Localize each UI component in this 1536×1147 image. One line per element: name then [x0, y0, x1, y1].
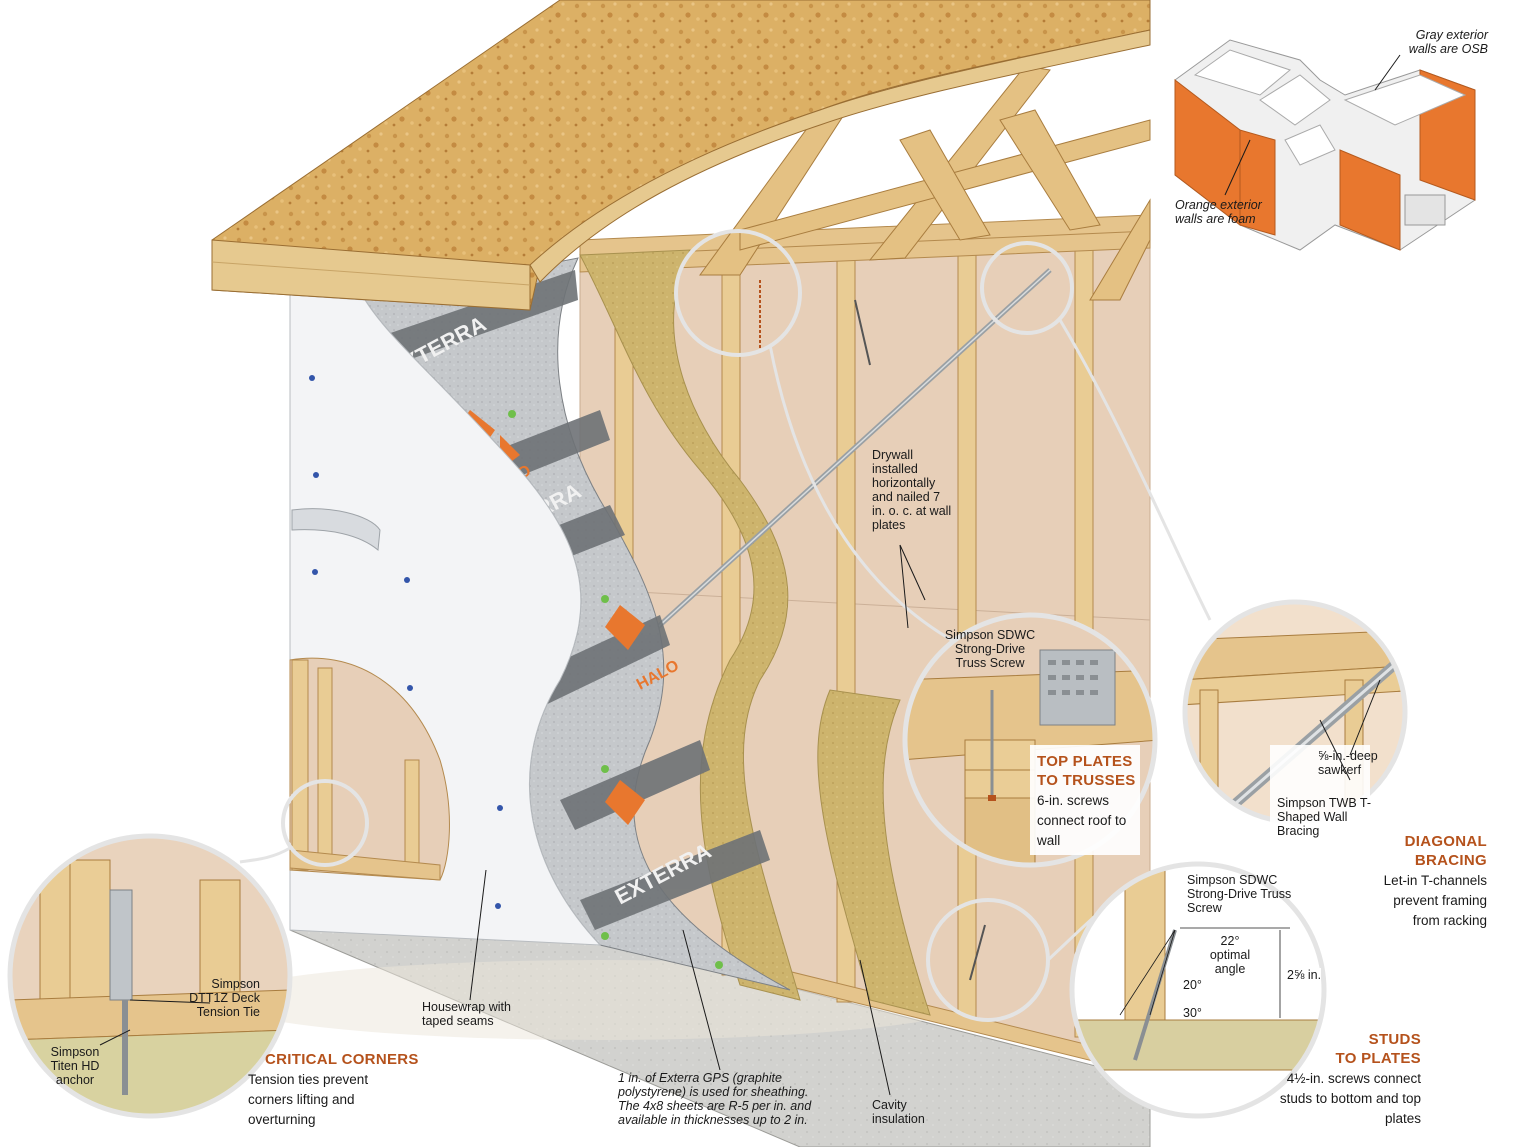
housewrap-label: Housewrap with taped seams: [422, 1000, 511, 1028]
diagonal-body: Let-in T-channels prevent framing from r…: [1383, 873, 1487, 928]
exterra-note: 1 in. of Exterra GPS (graphite polystyre…: [618, 1071, 812, 1127]
corners-title: CRITICAL CORNERS: [265, 1051, 419, 1068]
drywall-label: Drywall installed horizontally and naile…: [872, 448, 952, 532]
cavity-label: Cavity insulation: [872, 1098, 925, 1126]
dimension-label: 2⅝ in.: [1287, 968, 1322, 982]
studs-body: 4½-in. screws connect studs to bottom an…: [1279, 1071, 1421, 1126]
roof-trusses: [699, 65, 1151, 301]
corners-body: Tension ties prevent corners lifting and…: [248, 1072, 369, 1127]
dtt1z-label: Simpson DTT1Z Deck Tension Tie: [189, 977, 260, 1019]
cavity-insulation: [579, 249, 801, 1001]
inset-house-diagram: [1174, 39, 1476, 251]
detail-studs-to-plates: [1069, 861, 1327, 1119]
top-plates-body: 6-in. screws connect roof to wall: [1037, 793, 1127, 848]
sdwc-bottom-label: Simpson SDWC Strong-Drive Truss Screw: [1187, 873, 1292, 915]
studs-title-2: TO PLATES: [1335, 1050, 1421, 1067]
sdwc-top-label: Simpson SDWC Strong-Drive Truss Screw: [944, 628, 1036, 670]
angle-30-label: 30°: [1183, 1006, 1202, 1020]
top-plates-title-1: TOP PLATES: [1037, 753, 1133, 770]
detail-top-plates-to-trusses: [902, 612, 1158, 868]
detail-critical-corners: [7, 833, 293, 1119]
inset-gray-label: Gray exterior walls are OSB: [1408, 28, 1488, 56]
inset-orange-label: Orange exterior walls are foam: [1175, 198, 1262, 226]
twb-label: Simpson TWB T-Shaped Wall Bracing: [1277, 796, 1372, 838]
studs-title-1: STUDS: [1368, 1031, 1421, 1048]
sawkerf-label: ⅝-in.-deep sawkerf: [1318, 749, 1378, 777]
titen-label: Simpson Titen HD anchor: [50, 1045, 100, 1087]
leader-lines: [99, 544, 1381, 1096]
angle-20-label: 20°: [1183, 978, 1202, 992]
detail-diagonal-bracing: [1182, 599, 1408, 835]
top-plates-title-2: TO TRUSSES: [1037, 772, 1136, 789]
diagonal-title: DIAGONAL BRACING: [1404, 833, 1487, 869]
angle-22-label: 22° optimal angle: [1209, 934, 1251, 976]
